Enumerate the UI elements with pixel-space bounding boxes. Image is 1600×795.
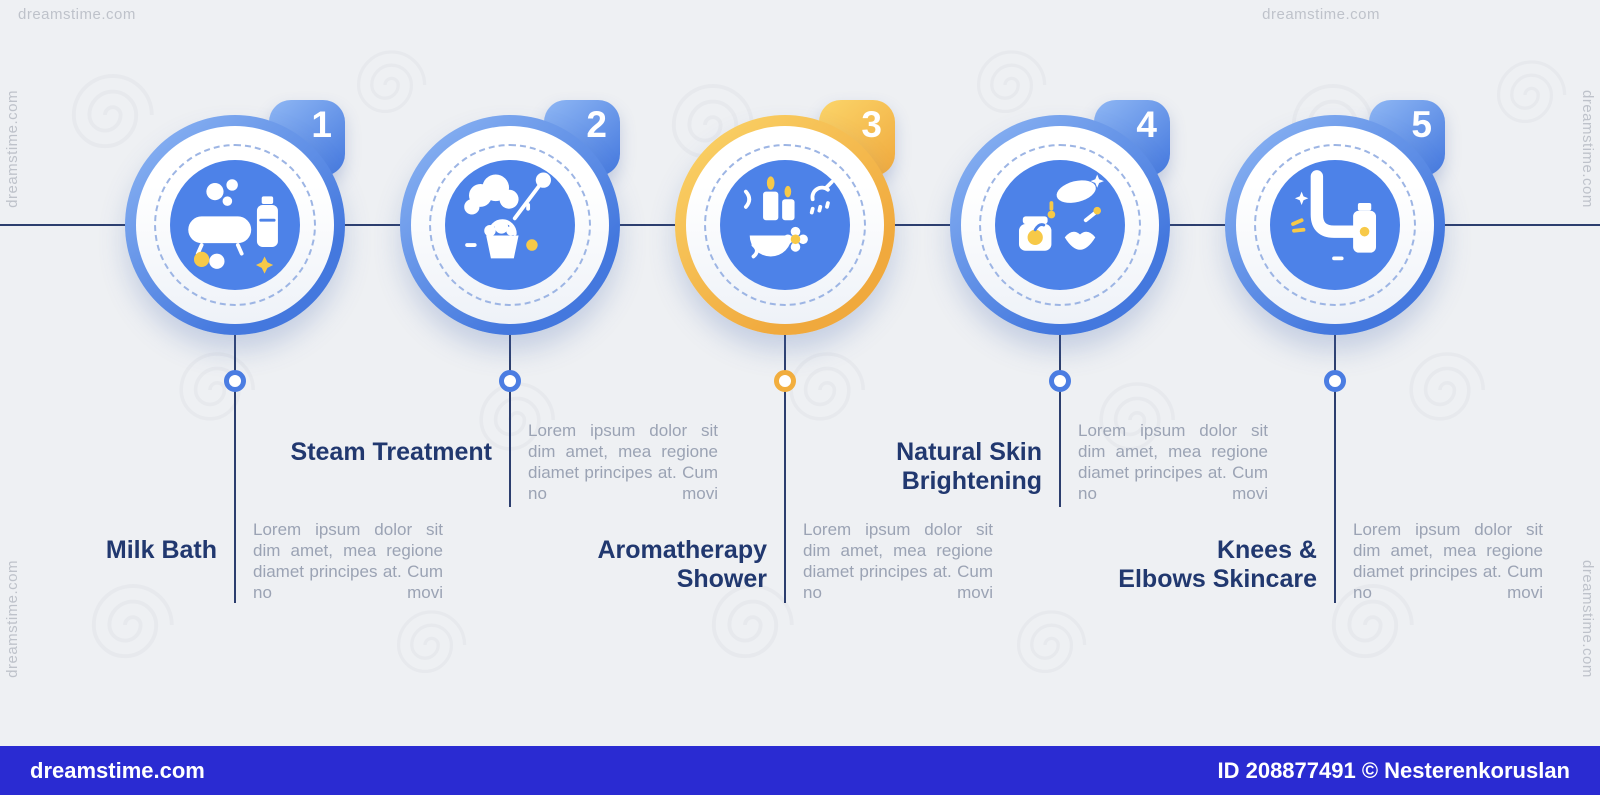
connector-line <box>509 335 511 507</box>
watermark-spiral-icon <box>91 584 174 659</box>
timeline-line <box>0 224 1600 226</box>
watermark-spiral-icon <box>671 84 754 159</box>
step-number-badge: 2 <box>544 100 620 176</box>
step-number: 5 <box>1411 104 1432 145</box>
step-number-badge: 1 <box>269 100 345 176</box>
connector-dot <box>224 370 246 392</box>
step-number-badge: 4 <box>1094 100 1170 176</box>
connector-dot <box>499 370 521 392</box>
watermark-spiral-icon <box>1496 60 1567 124</box>
connector-dot <box>1324 370 1346 392</box>
step-number: 4 <box>1136 104 1157 145</box>
watermark-text: dreamstime.com <box>4 90 21 208</box>
step-number-badge: 3 <box>819 100 895 176</box>
watermark-footer-bar: dreamstime.com ID 208877491 © Nesterenko… <box>0 746 1600 795</box>
watermark-spiral-icon <box>1291 84 1374 159</box>
watermark-text: dreamstime.com <box>1262 6 1380 23</box>
footer-credit: ID 208877491 © Nesterenkoruslan <box>1217 757 1570 783</box>
step-description: Lorem ipsum dolor sit dim amet, mea regi… <box>253 520 443 602</box>
watermark-spiral-icon <box>1331 584 1414 659</box>
watermark-spiral-icon <box>1016 610 1087 674</box>
watermark-spiral-icon <box>479 382 556 451</box>
connector-line <box>784 335 786 603</box>
watermark-text: dreamstime.com <box>4 560 21 678</box>
connector-line <box>1334 335 1336 603</box>
watermark-text: dreamstime.com <box>18 6 136 23</box>
step-description: Lorem ipsum dolor sit dim amet, mea regi… <box>1078 421 1268 503</box>
footer-site: dreamstime.com <box>30 757 205 783</box>
watermark-spiral-icon <box>71 74 154 149</box>
watermark-spiral-icon <box>711 584 794 659</box>
step-title: Steam Treatment <box>290 438 492 466</box>
step-title: Aromatherapy Shower <box>597 536 768 593</box>
step-title: Knees & Elbows Skincare <box>1118 536 1317 593</box>
step-number-badge: 5 <box>1369 100 1445 176</box>
step-title: Milk Bath <box>105 536 217 564</box>
watermark-spiral-icon <box>976 50 1047 114</box>
watermark-spiral-icon <box>396 610 467 674</box>
step-number: 2 <box>586 104 607 145</box>
step-number: 1 <box>311 104 332 145</box>
connector-dot <box>1049 370 1071 392</box>
step-description: Lorem ipsum dolor sit dim amet, mea regi… <box>803 520 993 602</box>
step-number: 3 <box>861 104 882 145</box>
watermark-spiral-icon <box>179 352 255 421</box>
connector-line <box>1059 335 1061 507</box>
watermark-text: dreamstime.com <box>1579 90 1596 208</box>
watermark-spiral-icon <box>789 352 866 421</box>
step-title: Natural Skin Brightening <box>896 438 1042 495</box>
watermark-spiral-icon <box>1409 352 1485 421</box>
watermark-text: dreamstime.com <box>1579 560 1596 678</box>
connector-line <box>234 335 236 603</box>
step-description: Lorem ipsum dolor sit dim amet, mea regi… <box>528 421 718 503</box>
step-description: Lorem ipsum dolor sit dim amet, mea regi… <box>1353 520 1543 602</box>
watermark-spiral-icon <box>1099 382 1175 451</box>
connector-dot <box>774 370 796 392</box>
watermark-spiral-icon <box>356 50 427 114</box>
